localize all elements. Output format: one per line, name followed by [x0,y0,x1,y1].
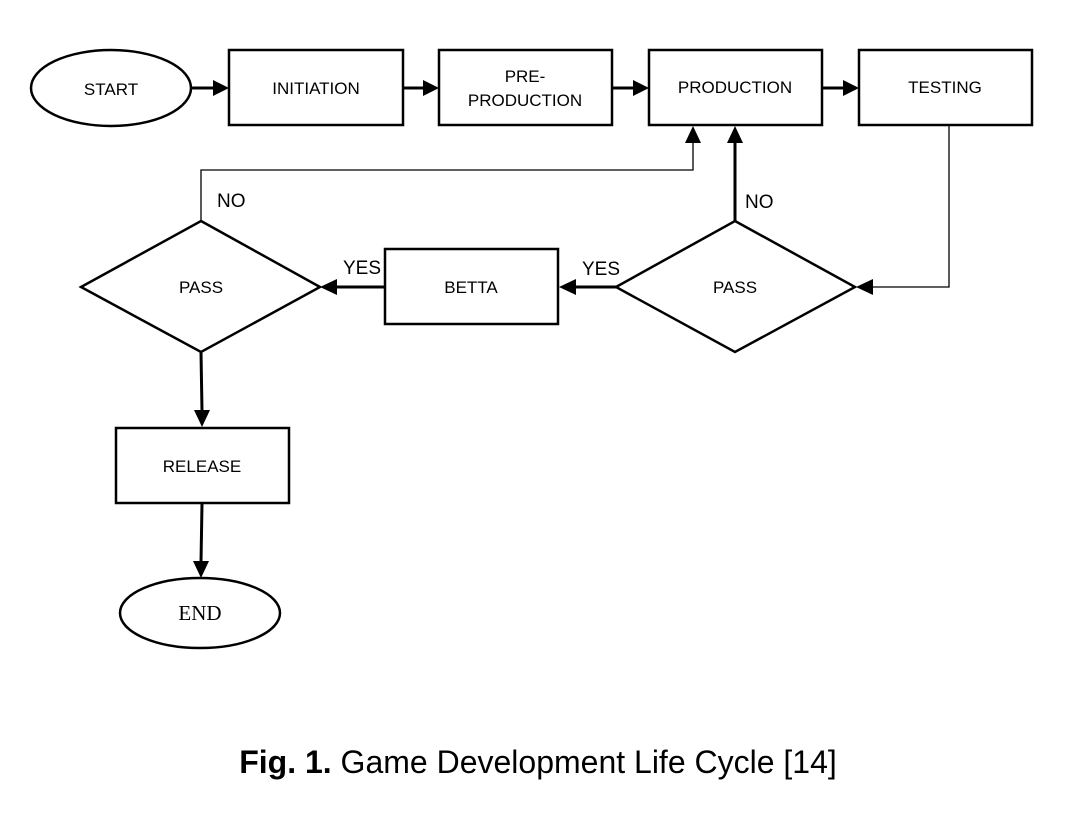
production-node: PRODUCTION [647,48,824,127]
release-label: RELEASE [163,457,241,476]
edge-label-pass-left-no: NO [217,191,246,212]
pass-left-label: PASS [179,278,223,297]
betta-node: BETTA [383,247,560,326]
edge-label-betta-yes: YES [343,258,381,279]
pass-left-decision: PASS [78,219,323,354]
figure-caption: Fig. 1. Game Development Life Cycle [14] [0,744,1076,781]
testing-node: TESTING [857,48,1034,127]
arrowhead-betta-pass-left [320,279,337,295]
arrowhead-start-initiation [213,80,229,96]
arrowhead-production-testing [843,80,859,96]
figure-caption-label: Fig. 1. [239,744,332,780]
initiation-label: INITIATION [272,79,360,98]
edge-pass-left-production [200,142,694,221]
edge-pass-left-release [199,351,204,412]
start-label: START [84,80,138,99]
arrowhead-pass-left-release [194,410,210,427]
edge-testing-pass-right [872,126,950,288]
production-label: PRODUCTION [678,78,792,97]
arrowhead-testing-pass-right [856,279,873,295]
pass-right-label: PASS [713,278,757,297]
arrowhead-preproduction-production [633,80,649,96]
betta-label: BETTA [444,278,498,297]
arrowhead-release-end [193,561,209,578]
initiation-node: INITIATION [227,48,405,127]
end-node: END [118,576,282,650]
edge-label-pass-right-no: NO [745,192,774,213]
figure-caption-text: Game Development Life Cycle [14] [331,744,837,780]
edge-release-end [199,503,204,563]
release-node: RELEASE [114,426,291,505]
end-label: END [178,601,221,625]
preproduction-label-line1: PRE- [505,67,546,86]
arrowhead-pass-right-production [727,126,743,143]
arrowhead-pass-left-production [685,126,701,143]
testing-label: TESTING [908,78,982,97]
start-node: START [29,48,193,128]
edge-label-pass-right-yes: YES [582,259,620,280]
pass-right-decision: PASS [613,219,858,354]
arrowhead-pass-right-betta [559,279,576,295]
preproduction-label-line2: PRODUCTION [468,91,582,110]
arrowhead-initiation-preproduction [423,80,439,96]
preproduction-node: PRE- PRODUCTION [437,48,614,127]
